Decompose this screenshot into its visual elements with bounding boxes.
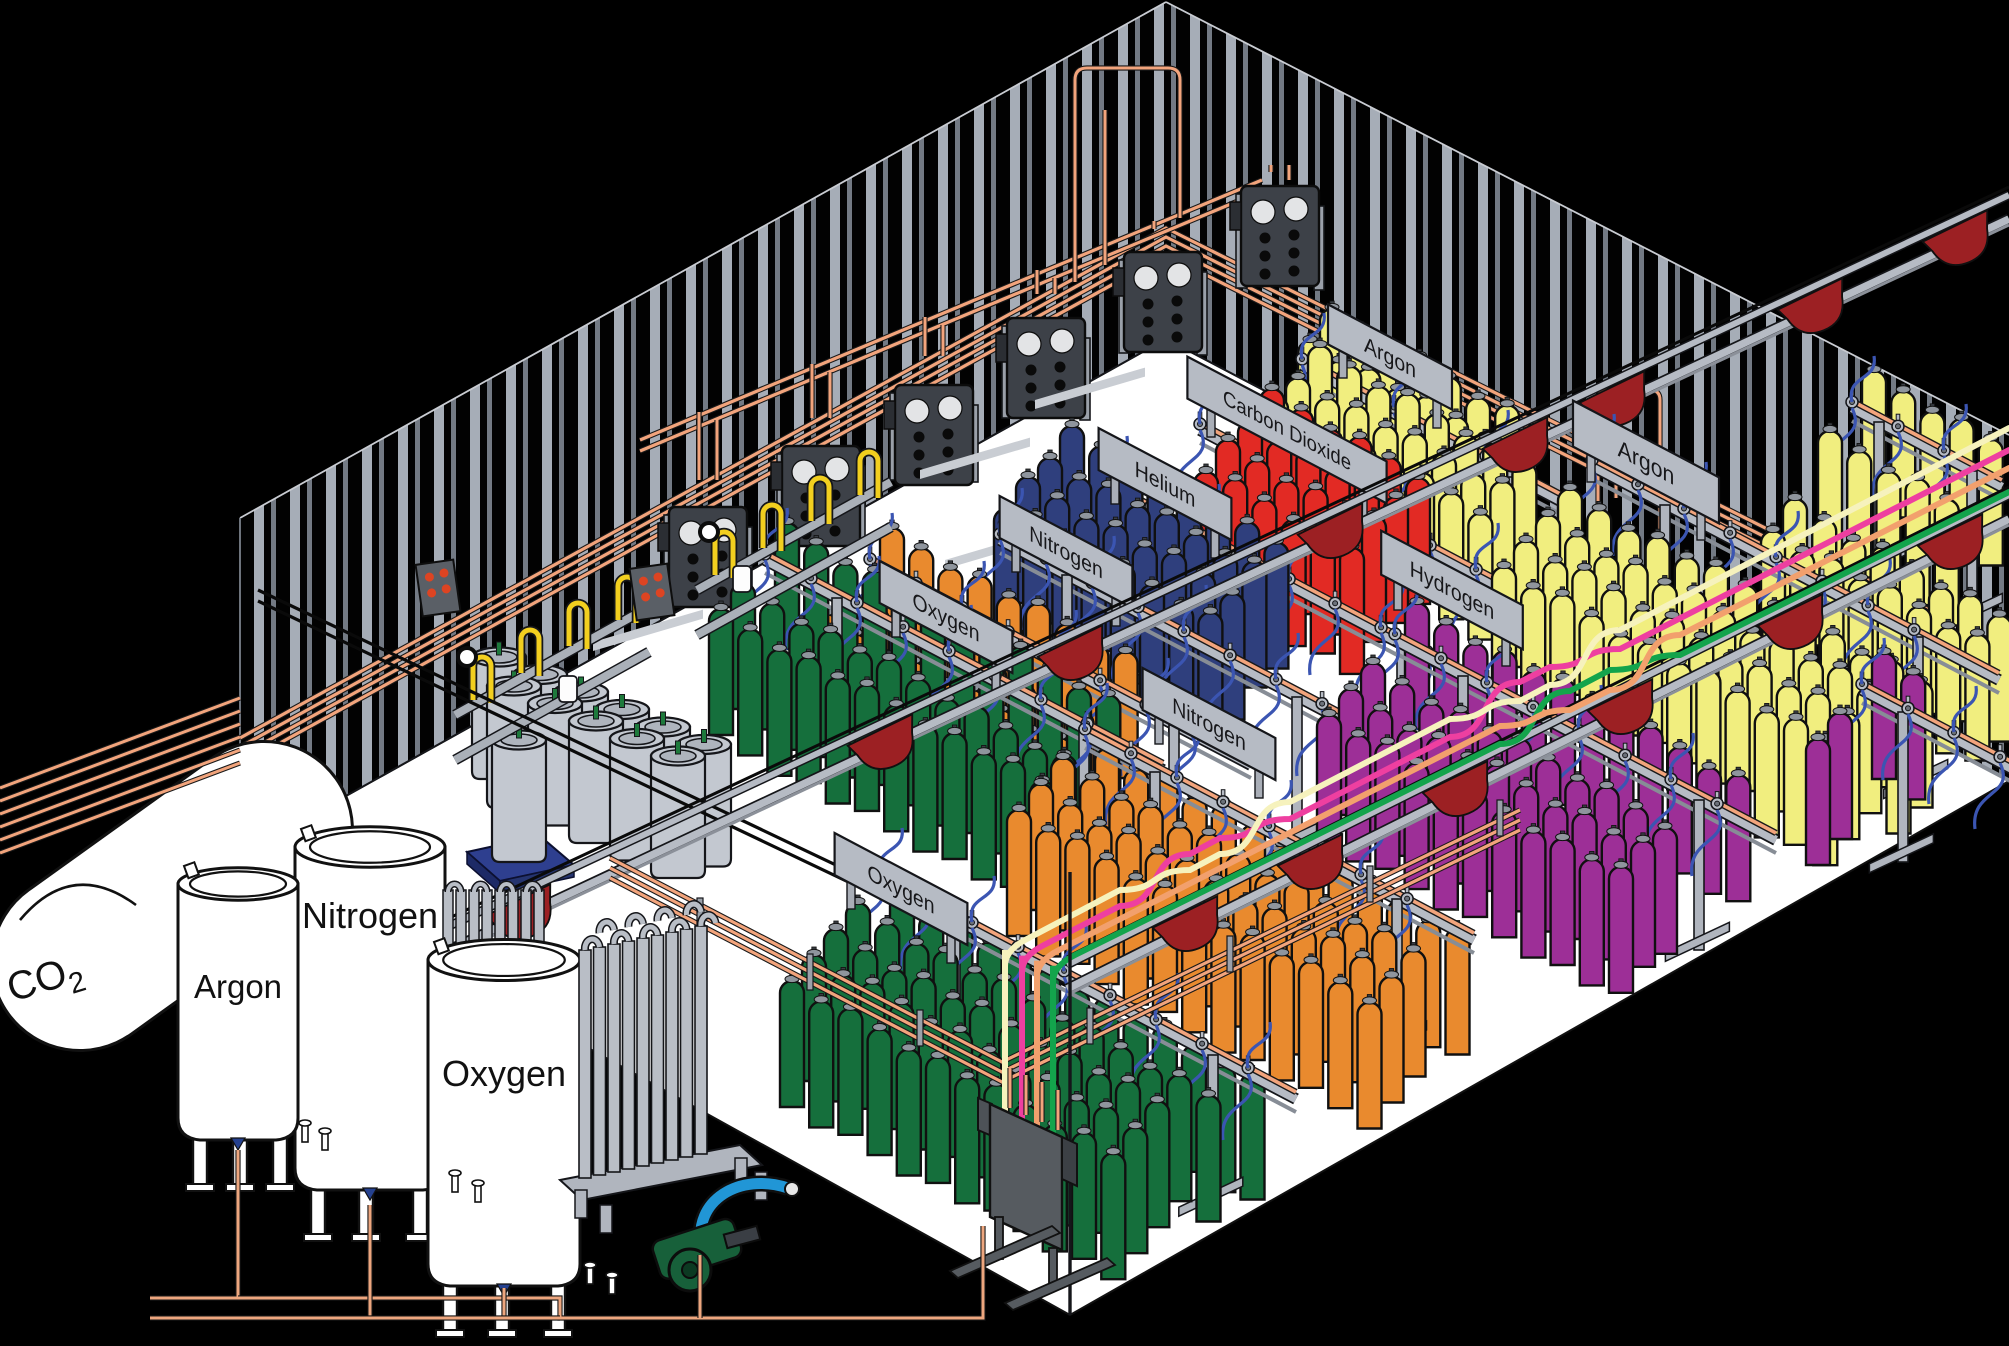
svg-text:Oxygen: Oxygen — [442, 1053, 566, 1094]
svg-text:Argon: Argon — [194, 968, 282, 1005]
svg-text:Nitrogen: Nitrogen — [302, 895, 438, 936]
